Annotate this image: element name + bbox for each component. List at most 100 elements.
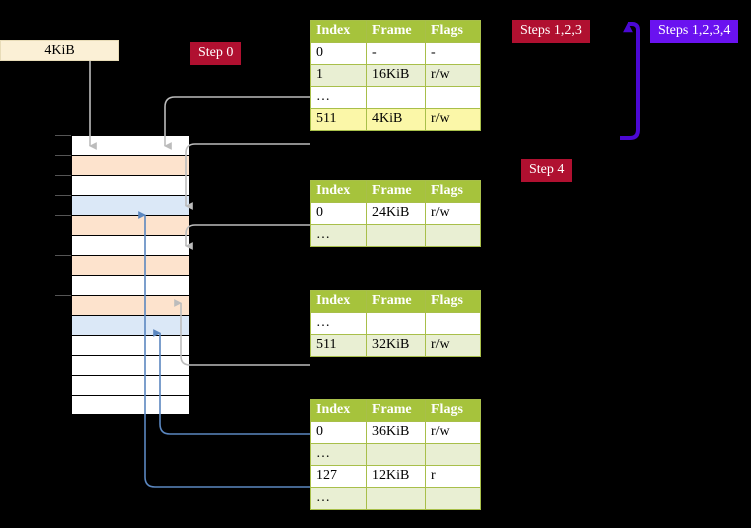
cell-flags: r: [425, 465, 481, 488]
memory-frame-row: [71, 335, 190, 355]
table-row: …: [310, 224, 481, 247]
memory-tick-mark: [55, 255, 71, 257]
cell-index: …: [310, 487, 367, 510]
cell-index: 0: [310, 202, 367, 225]
cell-index: 0: [310, 42, 367, 65]
memory-frame-row: [71, 395, 190, 415]
source-frame-box: 4KiB: [0, 40, 119, 61]
memory-frame-row: [71, 175, 190, 195]
column-header: Flags: [425, 399, 481, 422]
cell-flags: [425, 312, 481, 335]
memory-frame-row: [71, 255, 190, 275]
cell-index: …: [310, 312, 367, 335]
cell-index: 1: [310, 64, 367, 87]
memory-frame-row: [71, 355, 190, 375]
column-header: Frame: [366, 290, 426, 313]
cell-frame: 32KiB: [366, 334, 426, 357]
cell-frame: [366, 443, 426, 466]
arrow-level1-4kib-to-memory: [184, 143, 310, 210]
cell-index: 0: [310, 421, 367, 444]
source-frame-label: 4KiB: [44, 42, 75, 58]
column-header: Flags: [425, 180, 481, 203]
column-header: Index: [310, 290, 367, 313]
column-header: Index: [310, 180, 367, 203]
badge-steps-1-2-3: Steps 1,2,3: [512, 20, 590, 43]
cell-frame: 24KiB: [366, 202, 426, 225]
cell-flags: [425, 224, 481, 247]
cell-frame: 36KiB: [366, 421, 426, 444]
cell-index: 511: [310, 108, 367, 131]
cell-index: 511: [310, 334, 367, 357]
cell-frame: 4KiB: [366, 108, 426, 131]
memory-tick-mark: [55, 175, 71, 177]
cell-index: …: [310, 86, 367, 109]
cell-flags: -: [425, 42, 481, 65]
memory-tick-mark: [55, 135, 71, 137]
column-header: Frame: [366, 180, 426, 203]
memory-tick-mark: [55, 195, 71, 197]
arrow-level3-32kib-to-memory: [174, 299, 310, 366]
memory-tick-mark: [55, 215, 71, 217]
cell-frame: [366, 86, 426, 109]
cell-frame: 16KiB: [366, 64, 426, 87]
cell-index: …: [310, 443, 367, 466]
memory-tick-mark: [55, 295, 71, 297]
memory-frame-row: [71, 375, 190, 395]
column-header: Flags: [425, 290, 481, 313]
cell-flags: r/w: [425, 64, 481, 87]
badge-step-4: Step 4: [521, 159, 573, 182]
cell-flags: r/w: [425, 421, 481, 444]
cell-flags: r/w: [425, 108, 481, 131]
arrow-level2-24kib-to-memory: [184, 224, 310, 250]
cell-index: …: [310, 224, 367, 247]
badge-steps-1-2-3-4: Steps 1,2,3,4: [650, 20, 739, 43]
memory-frame-row: [71, 275, 190, 295]
cell-frame: 12KiB: [366, 465, 426, 488]
memory-frame-row: [71, 295, 190, 315]
cell-flags: r/w: [425, 334, 481, 357]
cell-flags: [425, 443, 481, 466]
cell-flags: [425, 487, 481, 510]
memory-frame-row: [71, 315, 190, 335]
table-row: …: [310, 86, 481, 109]
column-header: Flags: [425, 20, 481, 43]
cell-index: 127: [310, 465, 367, 488]
column-header: Index: [310, 399, 367, 422]
badge-step-0: Step 0: [190, 42, 242, 65]
table-row: 0--: [310, 42, 481, 65]
memory-frame-row: [71, 195, 190, 215]
memory-frame-row: [71, 235, 190, 255]
column-header: Frame: [366, 399, 426, 422]
cell-frame: [366, 487, 426, 510]
cell-flags: [425, 86, 481, 109]
cell-frame: [366, 312, 426, 335]
memory-tick-mark: [55, 155, 71, 157]
table-row: …: [310, 443, 481, 466]
bracket-steps-1-2-3-4: [620, 22, 640, 140]
memory-frame-row: [71, 135, 190, 155]
column-header: Frame: [366, 20, 426, 43]
table-row: …: [310, 312, 481, 335]
cell-frame: [366, 224, 426, 247]
table-row: …: [310, 487, 481, 510]
physical-memory-column: [55, 135, 190, 415]
cell-flags: r/w: [425, 202, 481, 225]
column-header: Index: [310, 20, 367, 43]
memory-frame-row: [71, 215, 190, 235]
memory-frame-row: [71, 155, 190, 175]
cell-frame: -: [366, 42, 426, 65]
